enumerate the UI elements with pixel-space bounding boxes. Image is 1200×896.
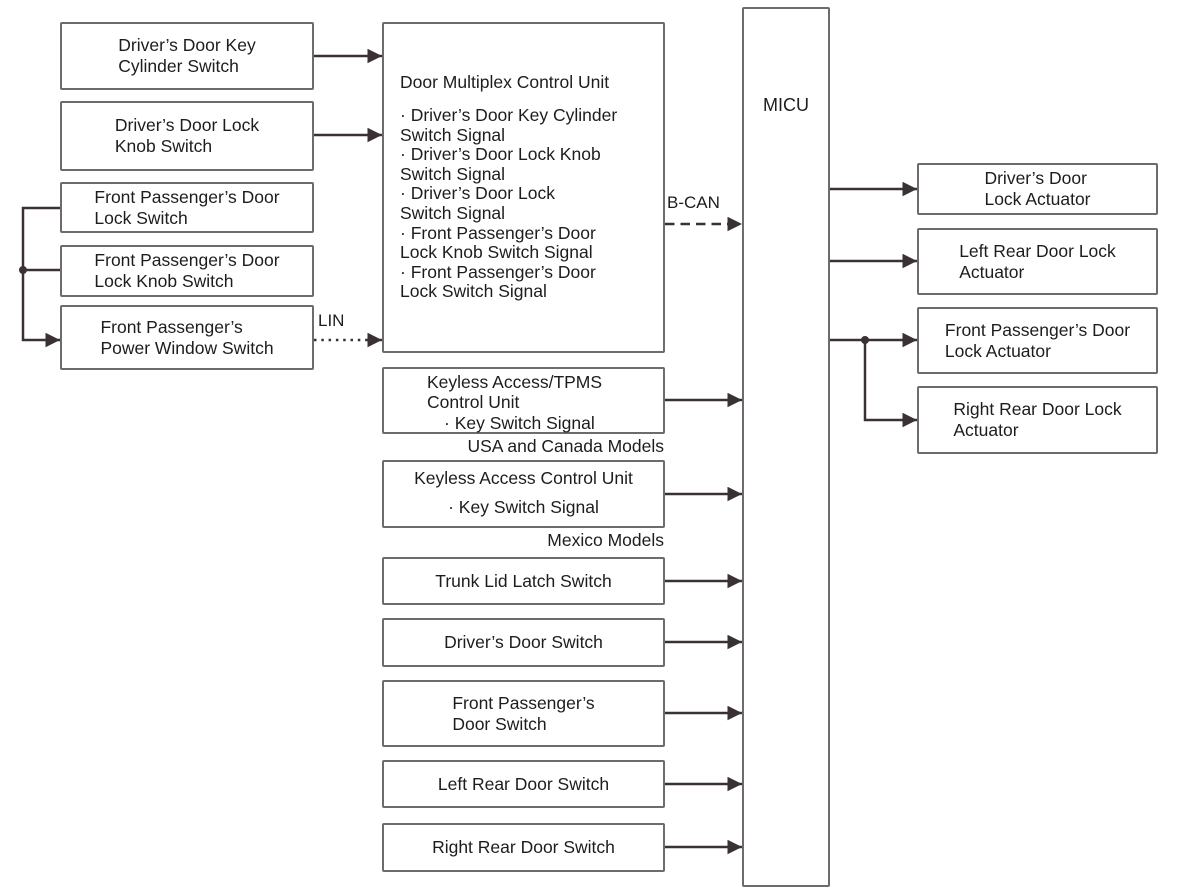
box-left-rear-door-lock-actuator: Left Rear Door Lock Actuator [917,228,1158,295]
junction-dot-right [861,336,869,344]
caption-usa-canada-models: USA and Canada Models [467,436,664,456]
dmcu-title: Door Multiplex Control Unit [400,72,610,92]
box-drivers-door-lock-actuator: Driver’s Door Lock Actuator [917,163,1158,215]
box-label: Front Passenger’s Door Lock Actuator [944,319,1131,361]
box-label: Left Rear Door Lock Actuator [959,240,1116,282]
box-keyless-access-control-unit: Keyless Access Control Unit · Key Switch… [382,460,665,528]
box-front-passengers-door-lock-knob-switch: Front Passenger’s Door Lock Knob Switch [60,245,314,297]
box-left-rear-door-switch: Left Rear Door Switch [382,760,665,808]
lin-bus-label: LIN [318,311,345,330]
box-label: Trunk Lid Latch Switch [435,570,612,591]
micu-label: MICU [763,95,809,115]
box-keyless-access-tpms-control-unit: Keyless Access/TPMS Control Unit · Key S… [382,367,665,434]
box-label: Front Passenger’s Door Switch [452,692,595,734]
box-right-rear-door-lock-actuator: Right Rear Door Lock Actuator [917,386,1158,454]
box-label: Front Passenger’s Door Lock Switch [94,186,280,228]
box-front-passengers-door-switch: Front Passenger’s Door Switch [382,680,665,747]
box-label: Right Rear Door Lock Actuator [953,399,1122,440]
junction-dot-left [19,266,27,274]
keyless-signal: · Key Switch Signal [448,497,599,517]
keyless-title: Keyless Access Control Unit [414,468,633,488]
box-right-rear-door-switch: Right Rear Door Switch [382,823,665,872]
box-micu: MICU [742,7,830,887]
box-label: Driver’s Door Lock Knob Switch [114,115,260,156]
box-label: Driver’s Door Key Cylinder Switch [118,35,256,76]
keyless-tpms-title: Keyless Access/TPMS Control Unit [427,372,603,412]
keyless-tpms-signal: · Key Switch Signal [444,413,595,433]
box-drivers-door-switch: Driver’s Door Switch [382,618,665,667]
box-label: Driver’s Door Switch [444,632,603,652]
box-label: Front Passenger’s Power Window Switch [100,316,274,358]
box-label: Front Passenger’s Door Lock Knob Switch [94,250,280,291]
box-door-multiplex-control-unit: Door Multiplex Control Unit · Driver’s D… [382,22,665,353]
dmcu-signal-list: · Driver’s Door Key Cylinder Switch Sign… [400,105,618,302]
box-front-passengers-door-lock-actuator: Front Passenger’s Door Lock Actuator [917,307,1158,374]
bcan-bus-label: B-CAN [667,193,720,212]
box-trunk-lid-latch-switch: Trunk Lid Latch Switch [382,557,665,605]
arrow-micu-to-right-rear-actuator [863,340,917,428]
bracket-passenger-switches [21,206,60,348]
box-front-passengers-door-lock-switch: Front Passenger’s Door Lock Switch [60,182,314,233]
box-label: Driver’s Door Lock Actuator [984,168,1091,209]
box-label: Left Rear Door Switch [437,773,610,794]
box-front-passengers-power-window-switch: Front Passenger’s Power Window Switch [60,305,314,370]
box-drivers-door-lock-knob-switch: Driver’s Door Lock Knob Switch [60,101,314,171]
box-drivers-door-key-cylinder-switch: Driver’s Door Key Cylinder Switch [60,22,314,90]
box-label: Right Rear Door Switch [432,837,615,857]
caption-mexico-models: Mexico Models [547,530,664,550]
